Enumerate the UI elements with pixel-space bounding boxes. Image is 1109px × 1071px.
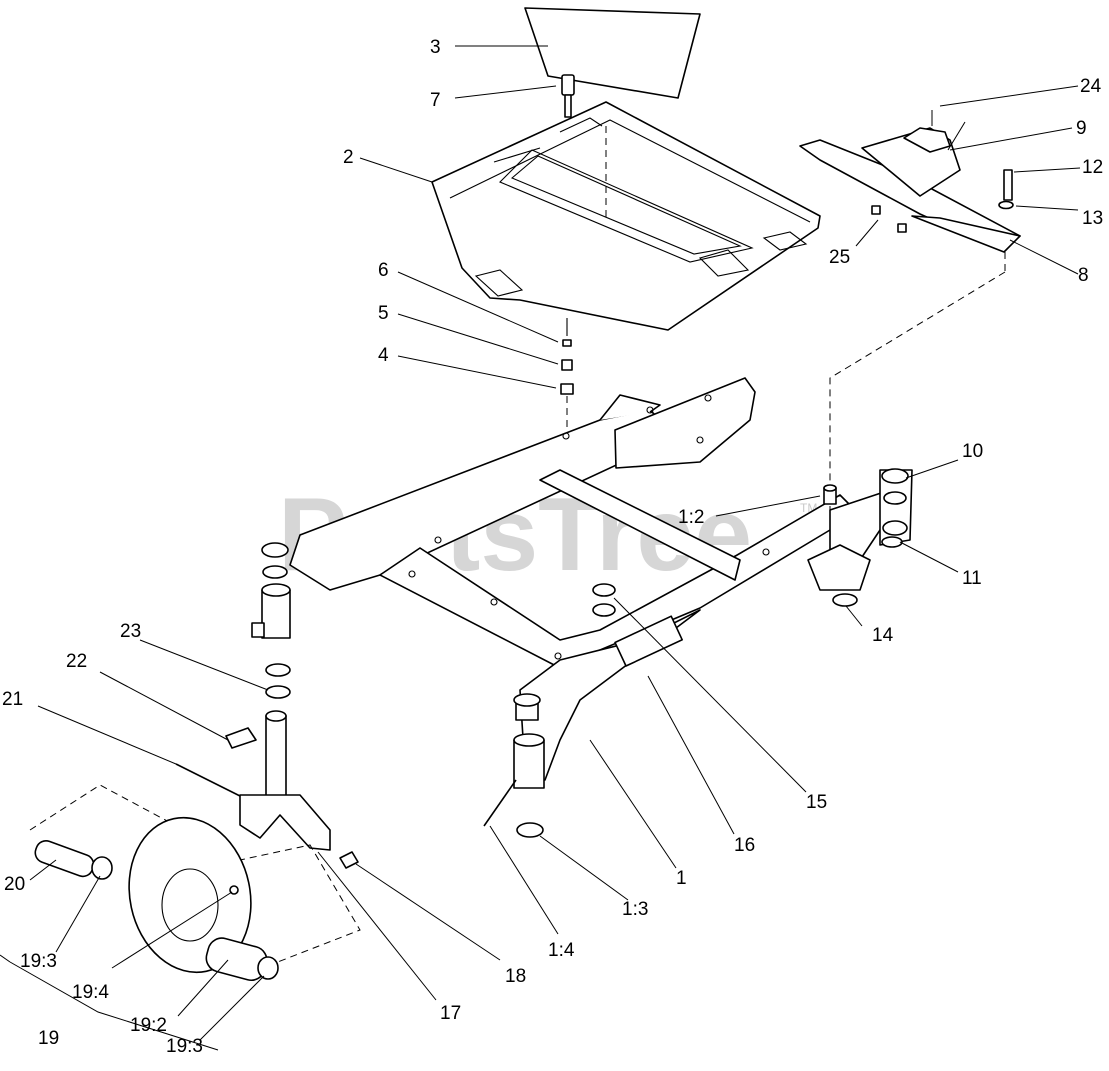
part-left-caster-assembly xyxy=(175,542,359,869)
callout-18: 18 xyxy=(505,966,526,987)
callout-9: 9 xyxy=(1076,118,1087,139)
callout-7: 7 xyxy=(430,90,441,111)
callout-14: 14 xyxy=(872,625,894,646)
callout-19-2: 19:2 xyxy=(130,1015,167,1036)
part-frame-bushing xyxy=(823,484,837,525)
callout-15: 15 xyxy=(806,792,827,813)
part-decal xyxy=(524,7,701,99)
callout-5: 5 xyxy=(378,303,389,324)
callout-11: 11 xyxy=(962,568,982,589)
callout-24: 24 xyxy=(1080,76,1102,97)
callout-13: 13 xyxy=(1082,208,1103,229)
callout-23: 23 xyxy=(120,621,141,642)
callout-labels: 3 7 2 6 5 4 24 9 12 13 8 25 10 11 14 1:2… xyxy=(2,37,1103,1057)
callout-1: 1 xyxy=(676,868,687,889)
callout-6: 6 xyxy=(378,260,389,281)
part-key xyxy=(561,74,575,118)
callout-1-4: 1:4 xyxy=(548,940,575,961)
part-seat-plate xyxy=(431,101,821,331)
callout-22: 22 xyxy=(66,651,87,672)
part-control-bracket xyxy=(799,110,1021,490)
callout-19-3-left: 19:3 xyxy=(20,951,57,972)
callout-2: 2 xyxy=(343,147,354,168)
callout-16: 16 xyxy=(734,835,755,856)
callout-19-4: 19:4 xyxy=(72,982,109,1003)
callout-3: 3 xyxy=(430,37,441,58)
callout-17: 17 xyxy=(440,1003,461,1024)
leader-lines xyxy=(29,45,1081,1041)
part-19-bracket xyxy=(0,954,219,1051)
callout-20: 20 xyxy=(4,874,25,895)
part-right-caster-assembly xyxy=(483,693,545,838)
callout-8: 8 xyxy=(1078,265,1089,286)
callout-21: 21 xyxy=(2,689,23,710)
part-main-frame xyxy=(289,377,913,781)
callout-1-3: 1:3 xyxy=(622,899,648,920)
callout-25: 25 xyxy=(829,247,850,268)
callout-1-2: 1:2 xyxy=(678,507,704,528)
callout-10: 10 xyxy=(962,441,983,462)
callout-19: 19 xyxy=(38,1028,59,1049)
part-right-bushing-stack xyxy=(832,468,909,607)
callout-4: 4 xyxy=(378,345,389,366)
callout-19-3-right: 19:3 xyxy=(166,1036,203,1057)
part-seat-fasteners xyxy=(560,318,574,440)
part-frame-washers xyxy=(592,583,616,617)
callout-12: 12 xyxy=(1082,157,1103,178)
